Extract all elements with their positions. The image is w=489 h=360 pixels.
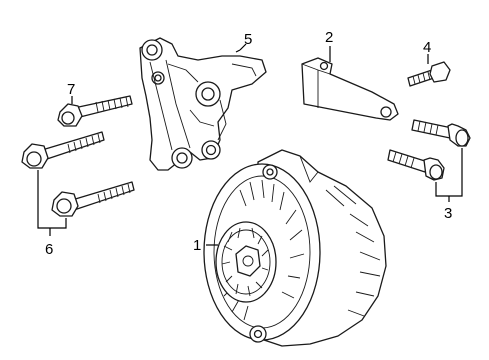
callout-leader-5 (239, 43, 247, 51)
angle-bracket (301, 57, 399, 121)
bolt-right-lower (387, 149, 445, 181)
callout-2: 2 (325, 29, 333, 46)
mounting-bracket (139, 37, 267, 171)
small-bolt (407, 61, 451, 87)
bolt-left-lower (51, 181, 135, 217)
callout-1: 1 (193, 237, 201, 254)
callout-bracket-6 (37, 170, 67, 229)
alternator (203, 149, 387, 347)
callout-4: 4 (423, 39, 431, 56)
callout-3: 3 (444, 205, 452, 222)
bolt-left-upper (21, 131, 105, 169)
callout-5: 5 (244, 31, 252, 48)
bolt-right-upper (411, 119, 471, 147)
callout-7: 7 (67, 81, 75, 98)
callout-6: 6 (45, 241, 53, 258)
bolt-top-left (57, 95, 133, 127)
